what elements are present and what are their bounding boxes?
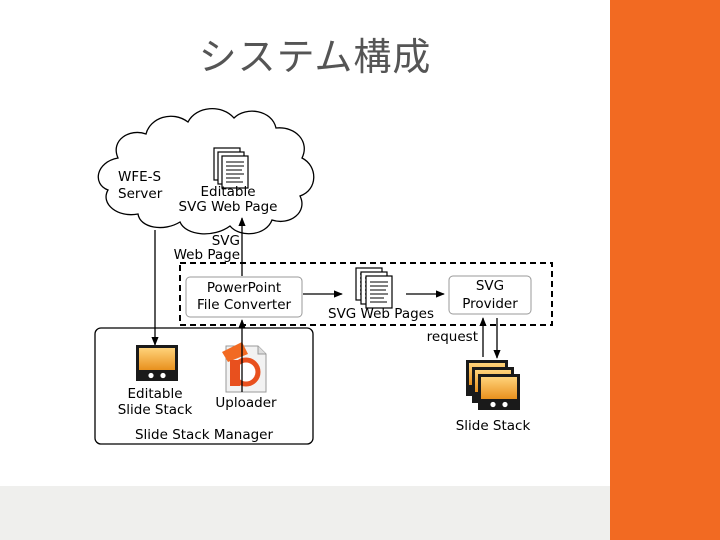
editable-page-label-line2: SVG Web Page [179, 199, 278, 215]
editable-page-document-icon [213, 147, 249, 189]
uploader-label: Uploader [215, 395, 277, 411]
converter-label-line2: File Converter [197, 297, 292, 313]
svg-web-pages-label: SVG Web Pages [328, 306, 434, 322]
provider-label-line1: SVG [476, 278, 504, 294]
server-label-line2: Server [118, 186, 163, 202]
slide-stack-manager-box [94, 327, 314, 445]
svg-web-page-label-line1: SVG [212, 233, 240, 249]
converter-label-line1: PowerPoint [207, 280, 281, 296]
request-label: request [427, 329, 478, 345]
editable-page-label-line1: Editable [200, 184, 255, 200]
slide-stack-label: Slide Stack [456, 418, 531, 434]
slide-title: システム構成 [198, 35, 432, 79]
svg-web-page-label-line2: Web Page [174, 247, 240, 263]
slide-background [0, 0, 610, 540]
converter-provider-boundary [179, 262, 553, 326]
editable-stack-label-line1: Editable [127, 386, 182, 402]
provider-label-line2: Provider [462, 296, 518, 312]
accent-side-band [610, 0, 720, 540]
powerpoint-file-converter-box [185, 276, 303, 318]
svg-web-pages-document-icon [355, 267, 393, 309]
server-label-line1: WFE-S [118, 169, 161, 185]
svg-provider-box [448, 275, 532, 315]
system-architecture-diagram: WFE-S Server Editable SVG Web Page SVG W… [94, 108, 553, 445]
editable-slide-stack-icon [136, 345, 178, 381]
server-cloud [97, 108, 315, 235]
editable-stack-label-line2: Slide Stack [118, 402, 193, 418]
slide-stack-icon [466, 360, 520, 410]
powerpoint-file-icon [222, 342, 267, 393]
manager-label: Slide Stack Manager [135, 427, 274, 443]
footer-band [0, 486, 610, 540]
